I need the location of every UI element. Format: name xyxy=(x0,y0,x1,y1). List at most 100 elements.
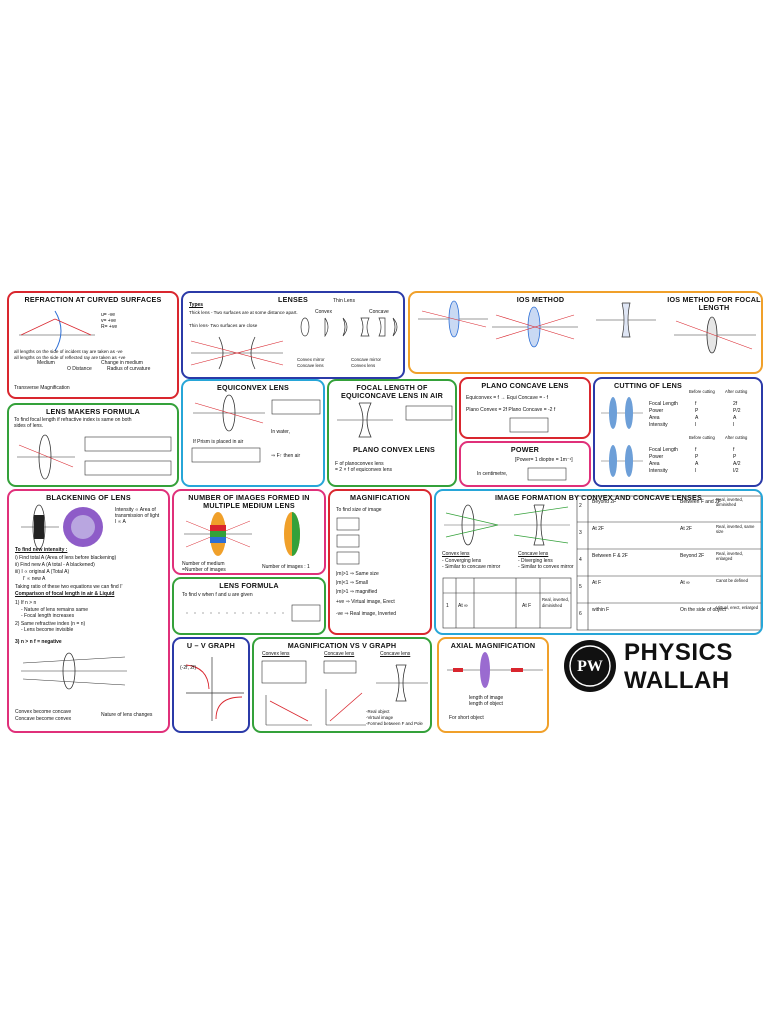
change-label: Change in medium xyxy=(101,360,143,366)
planoconcave-line-1: Equiconvex = f → Equi Concave = - f xyxy=(466,395,548,401)
sign-note-2: all lengths on the side of reflected ray… xyxy=(14,355,126,360)
convex-to-concave: Convex become concave xyxy=(15,709,72,715)
row-nature: Real, inverted, same size xyxy=(716,524,755,534)
magvsv-note-1: -Real object xyxy=(366,709,390,714)
comparison-title: Comparison of focal length in air & Liqu… xyxy=(15,591,115,597)
row-object-position: At 2F xyxy=(592,526,604,532)
row-object-position: Beyond 2F xyxy=(592,499,617,505)
physics-wallah-logo: PW PHYSICS WALLAH xyxy=(562,638,762,708)
card-title: BLACKENING OF LENS xyxy=(46,493,131,502)
row-image-position: At ∞ xyxy=(680,580,690,586)
ios-diagram-1 xyxy=(418,300,488,338)
lensmakers-boxes xyxy=(84,436,172,476)
row-number: 6 xyxy=(579,611,582,617)
pw-logo-icon: PW xyxy=(564,640,616,692)
convex-concave-diagram xyxy=(444,504,570,546)
concave-lens-label: Concave lens xyxy=(518,551,549,557)
concave-head: Concave xyxy=(369,309,389,315)
row-1-position: At ∞ xyxy=(458,603,468,609)
cutting-diagram xyxy=(601,397,643,477)
case-3: 3) n > n f = negative xyxy=(15,639,62,645)
row-image-position: On the side of object xyxy=(680,607,726,613)
uv-graph xyxy=(185,657,244,721)
card-cutting: CUTTING OF LENS Before cutting After cut… xyxy=(593,377,763,487)
convex-lens: Convex lens xyxy=(351,363,376,368)
medium-count: Number of medium xyxy=(182,561,225,567)
before-label-2: Before cutting xyxy=(689,435,715,440)
case-2a: - Lens become invisible xyxy=(21,627,74,633)
row-object-position: At F xyxy=(592,580,602,586)
card-title: FOCAL LENGTH OF EQUICONCAVE LENS IN AIR xyxy=(340,383,444,400)
row-number: 2 xyxy=(579,503,582,509)
cutting-after-value: 2f xyxy=(733,401,738,407)
row-1-num: 1 xyxy=(446,603,449,609)
card-lenses: LENSES Types Thick lens - Two surfaces a… xyxy=(181,291,405,379)
card-numimages: NUMBER OF IMAGES FORMED IN MULTIPLE MEDI… xyxy=(172,489,326,575)
card-uv: U – V GRAPH (-2f, 2f) xyxy=(172,637,250,733)
power-formula-box xyxy=(527,467,567,481)
convex-point-1: - Converging lens xyxy=(442,558,482,564)
cutting-property: Intensity xyxy=(649,422,668,428)
focal-increase: ⇒ F↑ then air xyxy=(271,453,301,459)
card-power: POWER [Power= 1 dioptre = 1m⁻¹] In centi… xyxy=(459,441,591,487)
uv-point: (-2f, 2f) xyxy=(180,665,197,671)
power-line-1: [Power= 1 dioptre = 1m⁻¹] xyxy=(515,457,573,463)
axial-short-object: For short object xyxy=(449,715,484,721)
cutting-after-value: I xyxy=(733,422,735,428)
rows-table-frame xyxy=(576,495,761,631)
cutting-after-value: P xyxy=(733,454,737,460)
cutting-property: Focal Length xyxy=(649,447,678,453)
equiconcave-diagram xyxy=(337,402,393,438)
cutting-property: Focal Length xyxy=(649,401,678,407)
concave-graph-label: Concave lens xyxy=(324,651,355,657)
lens-shapes xyxy=(300,317,398,338)
liquid-lens-diagram xyxy=(21,652,127,690)
equiconcave-formula-box xyxy=(405,405,453,421)
ios-focal-diagram xyxy=(674,316,756,354)
cutting-property: Area xyxy=(649,415,660,421)
case-1a: - Nature of lens remains same xyxy=(21,607,88,613)
ratio-note: Taking ratio of these two equations we c… xyxy=(15,584,123,590)
magvsv-graphs xyxy=(261,660,428,726)
intensity-1: Intensity ∝ Area of xyxy=(115,507,156,513)
thin-lens: Thin lens- Two surfaces are close xyxy=(189,323,258,328)
types-label: Types xyxy=(189,302,204,308)
card-ios: IOS METHOD IOS METHOD FOR FOCAL LENGTH xyxy=(408,291,763,374)
card-axial: AXIAL MAGNIFICATION length of image leng… xyxy=(437,637,549,733)
row-number: 3 xyxy=(579,530,582,536)
lensformula-boxes xyxy=(186,604,321,622)
cutting-before-value: A xyxy=(695,415,699,421)
sign-note-1: all lengths on the side of incident ray … xyxy=(14,349,123,354)
row-nature: Real, inverted, diminished xyxy=(716,497,743,507)
thick-lens: Thick lens - Two surfaces are at some di… xyxy=(189,310,298,315)
ios-diagram-3 xyxy=(596,302,656,338)
concave-point-2: - Similar to convex mirror xyxy=(518,564,574,570)
card-title: POWER xyxy=(510,445,540,454)
axial-image-length: length of image xyxy=(469,695,504,701)
row-nature: Virtual, erect, enlarged xyxy=(716,605,759,610)
row-1-image: At F xyxy=(522,603,532,609)
water-note: In water, xyxy=(271,429,290,435)
case-1: 1) If n > n xyxy=(15,600,37,606)
mag-rule-5: -ve ⇒ Real image, Inverted xyxy=(336,611,397,617)
thin-lens-head: Thin Lens xyxy=(333,298,355,304)
thick-lens-rays xyxy=(190,336,284,370)
cutting-after-value: P/2 xyxy=(733,408,741,414)
cutting-before-value: f xyxy=(695,447,697,453)
card-imageformation: IMAGE FORMATION BY CONVEX AND CONCAVE LE… xyxy=(434,489,763,635)
card-title: REFRACTION AT CURVED SURFACES xyxy=(24,295,162,304)
mag-rule-1: |m|>1 ⇒ Same size xyxy=(336,571,379,577)
card-title: NUMBER OF IMAGES FORMED IN MULTIPLE MEDI… xyxy=(188,493,310,510)
row-image-position: At 2F xyxy=(680,526,692,532)
case-2: 2) Same refractive index (n = n) xyxy=(15,621,86,627)
cutting-after-value: f xyxy=(733,447,735,453)
intensity-2: transmission of light xyxy=(115,513,160,519)
planoconvex-desc-2: = 2 × f of equiconvex lens xyxy=(335,467,392,473)
logo-line-1: PHYSICS xyxy=(624,639,733,666)
row1-table-frame xyxy=(442,577,572,629)
equiconvex-formula-box xyxy=(271,399,321,415)
multi-medium-diagram xyxy=(184,512,300,556)
card-title: MAGNIFICATION xyxy=(350,493,410,502)
after-label-2: After cutting xyxy=(725,435,748,440)
concave-diagram-label: Concave lens xyxy=(380,651,411,657)
